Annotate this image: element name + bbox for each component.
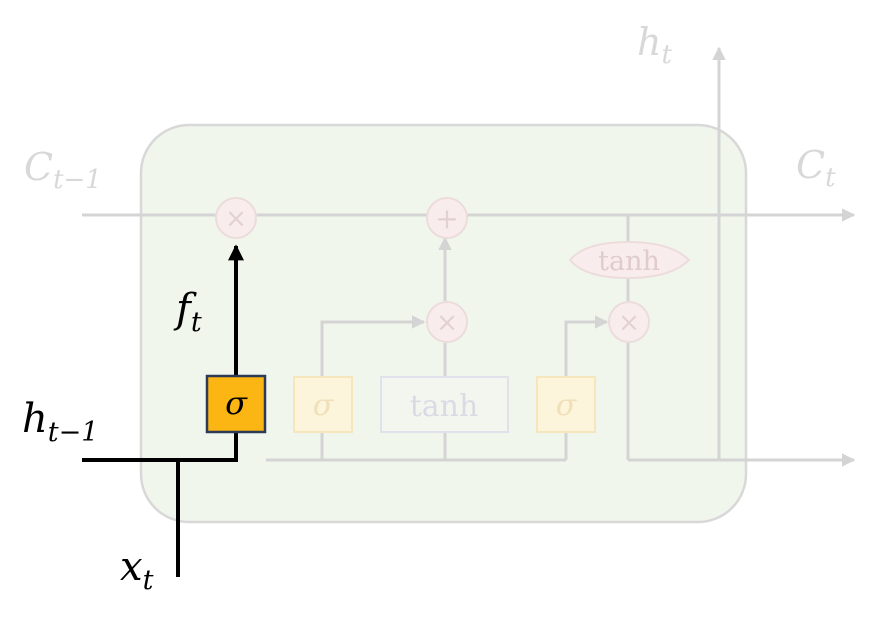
active-connections [82, 244, 244, 577]
forget-sigma-label: σ [225, 384, 248, 422]
label-x-t: xt [120, 544, 154, 596]
input-sigma-label: σ [313, 388, 335, 423]
cell-tanh-label: tanh [598, 246, 660, 277]
cell-add-symbol: + [435, 202, 458, 235]
output-sigma-label: σ [556, 388, 578, 423]
input-multiply-op: × [426, 301, 468, 343]
h-prev-input-line [82, 432, 238, 462]
forget-sigma-gate: σ [205, 374, 267, 434]
label-c-t: Ct [796, 143, 836, 193]
input-multiply-symbol: × [436, 308, 458, 338]
candidate-tanh-gate: tanh [380, 376, 509, 433]
label-h-t: ht [637, 20, 672, 70]
cell-tanh-node: tanh [568, 240, 691, 280]
candidate-tanh-label: tanh [410, 389, 479, 424]
forget-multiply-op: × [215, 197, 257, 239]
label-h-prev: ht−1 [22, 396, 98, 448]
output-multiply-op: × [608, 301, 650, 343]
cell-add-op: + [426, 197, 468, 239]
output-multiply-symbol: × [618, 308, 640, 338]
label-c-prev: Ct−1 [24, 145, 102, 195]
input-sigma-gate: σ [293, 376, 353, 433]
forget-multiply-symbol: × [225, 204, 247, 234]
output-sigma-gate: σ [536, 376, 596, 433]
